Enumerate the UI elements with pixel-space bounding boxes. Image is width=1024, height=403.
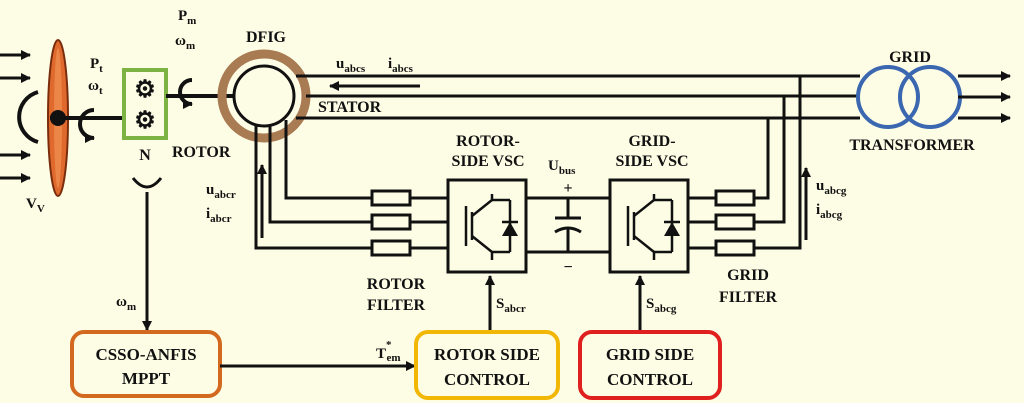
rotor-filter-label-line1: ROTOR	[367, 276, 426, 293]
shaft-rotation-arrow-icon	[78, 108, 95, 143]
gear-icon: ⚙	[134, 108, 156, 134]
grid-current-symbol: iabcg	[816, 202, 843, 221]
rotor-vsc-label-line1: ROTOR-	[456, 133, 520, 150]
torque-reference-symbol: T*em	[376, 339, 401, 364]
mppt-block	[70, 330, 222, 398]
rotor-label: ROTOR	[172, 144, 231, 161]
stator-voltage-symbol: uabcs	[336, 56, 366, 75]
turbine-rotation-arrow-icon	[17, 90, 39, 144]
rotor-lines	[254, 120, 372, 250]
dc-minus-label: −	[563, 259, 572, 276]
rotor-side-control-block	[414, 330, 560, 400]
transformer-label: TRANSFORMER	[849, 137, 975, 154]
mechanical-power-symbol: Pm	[178, 8, 196, 27]
mppt-label-line1: CSSO-ANFIS	[95, 345, 196, 364]
speed-sensor-icon	[131, 177, 163, 189]
rotor-current-symbol: iabcr	[206, 206, 232, 225]
dfig-generator	[217, 49, 311, 143]
grid-side-control-block	[578, 330, 722, 400]
wind-speed-symbol: VV	[26, 196, 45, 215]
turbine-power-symbol: Pt	[90, 56, 103, 75]
grid-vsc-label-line1: GRID-	[628, 133, 675, 150]
rotor-voltage-symbol: uabcr	[206, 182, 236, 201]
rotor-filter	[370, 189, 448, 257]
grid-filter	[688, 76, 802, 257]
dc-link	[526, 196, 610, 254]
gearbox: ⚙ ⚙	[122, 68, 168, 140]
dfig-label: DFIG	[246, 29, 287, 46]
mppt-label-line2: MPPT	[122, 369, 171, 388]
dc-plus-label: +	[563, 180, 572, 197]
rotor-control-label-line2: CONTROL	[444, 370, 530, 389]
grid-vsc-label-line2: SIDE VSC	[615, 153, 688, 170]
grid-filter-label-line2: FILTER	[719, 289, 778, 306]
grid-filter-label-line1: GRID	[727, 267, 769, 284]
stator-current-symbol: iabcs	[388, 56, 414, 75]
gearbox-ratio-label: N	[139, 147, 151, 164]
mppt-speed-input-symbol: ωm	[116, 294, 136, 313]
rotor-control-label-line1: ROTOR SIDE	[434, 345, 540, 364]
grid-control-label-line2: CONTROL	[607, 370, 693, 389]
grid-control-label-line1: GRID SIDE	[606, 345, 694, 364]
grid-lines	[958, 71, 1011, 123]
stator-lines	[296, 74, 860, 120]
transformer	[856, 65, 962, 129]
rotor-side-vsc	[446, 178, 528, 274]
grid-label: GRID	[889, 49, 931, 66]
turbine-speed-symbol: ωt	[88, 78, 103, 97]
rotor-switching-symbol: Sabcr	[496, 296, 526, 315]
dc-bus-voltage-symbol: Ubus	[548, 158, 576, 177]
generator-shaft-rotation-arrow-icon	[178, 78, 193, 109]
rotor-vsc-label-line2: SIDE VSC	[451, 153, 524, 170]
gear-icon: ⚙	[134, 77, 156, 103]
grid-switching-symbol: Sabcg	[646, 296, 677, 315]
rotor-filter-label-line2: FILTER	[367, 297, 426, 314]
grid-side-vsc	[608, 178, 690, 274]
wind-arrows	[0, 50, 31, 183]
stator-label: STATOR	[318, 99, 382, 116]
generator-speed-symbol: ωm	[175, 33, 195, 52]
grid-voltage-symbol: uabcg	[816, 178, 847, 197]
